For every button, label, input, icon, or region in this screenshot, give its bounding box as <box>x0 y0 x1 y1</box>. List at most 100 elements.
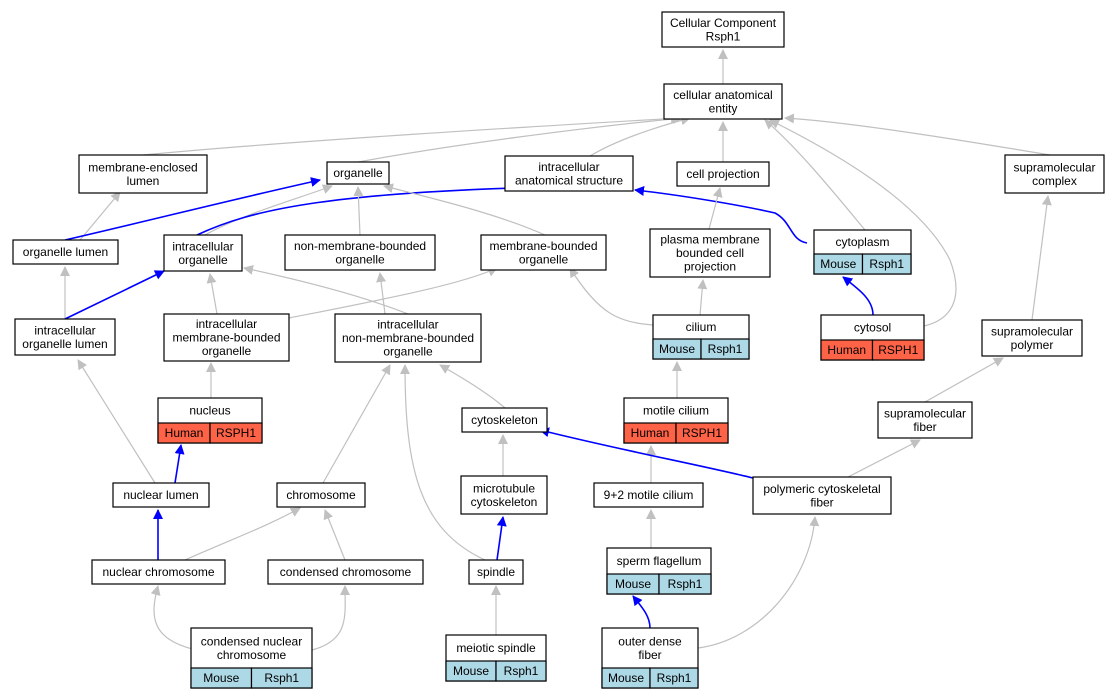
term-label-line: organelle <box>383 345 433 359</box>
term-label-line: organelle lumen <box>22 337 107 351</box>
term-node-92mc[interactable]: 9+2 motile cilium <box>593 482 704 508</box>
term-label-line: sperm flagellum <box>617 554 702 568</box>
gene-cell-bg <box>658 573 712 595</box>
term-box <box>284 234 436 271</box>
term-box <box>163 313 290 362</box>
term-label-line: meiotic spindle <box>456 641 536 655</box>
term-label-line: organelle <box>178 253 228 267</box>
species-cell: Human <box>631 426 670 440</box>
term-node-cpr[interactable]: cell projection <box>676 161 770 187</box>
annotation-edge <box>842 276 874 316</box>
is-a-edge <box>311 585 351 651</box>
term-node-orl[interactable]: organelle lumen <box>12 239 119 265</box>
annotation-edge <box>496 516 507 561</box>
term-label-line: intracellular <box>377 318 438 332</box>
is-a-edge <box>769 119 957 327</box>
term-box <box>661 11 785 48</box>
gene-cell-bg <box>861 253 912 275</box>
term-box <box>877 401 973 439</box>
is-a-edge <box>77 359 156 484</box>
annotation-edge <box>632 595 651 629</box>
term-box <box>981 319 1083 357</box>
species-cell: Human <box>165 426 204 440</box>
is-a-edge <box>79 191 121 241</box>
term-label-line: cytoplasm <box>835 235 889 249</box>
term-box <box>676 161 770 187</box>
is-a-edge <box>357 113 683 163</box>
term-node-nlum[interactable]: nuclear lumen <box>112 482 210 508</box>
annotation-edge <box>174 444 185 484</box>
gene-cell: Rsph1 <box>668 577 703 591</box>
edges-layer <box>60 49 1052 651</box>
term-label-line: supramolecular <box>884 406 966 420</box>
annotation-edge <box>539 427 754 479</box>
term-label-line: nuclear chromosome <box>102 565 214 579</box>
is-a-edge <box>376 272 387 315</box>
is-a-edge <box>569 267 654 326</box>
species-cell: Human <box>827 343 866 357</box>
term-box <box>267 559 424 585</box>
gene-cell-bg <box>871 339 925 361</box>
term-label-line: intracellular <box>34 323 95 337</box>
term-node-cchr[interactable]: condensed chromosome <box>267 559 424 585</box>
term-label-line: cilium <box>686 320 717 334</box>
term-label-line: non-membrane-bounded <box>294 239 426 253</box>
term-label-line: non-membrane-bounded <box>342 331 474 345</box>
gene-cell-bg <box>209 422 263 444</box>
is-a-edge <box>322 364 391 484</box>
term-label-line: anatomical structure <box>515 173 623 187</box>
term-label-line: supramolecular <box>1013 160 1095 174</box>
term-label-line: intracellular <box>196 317 257 331</box>
is-a-edge <box>206 273 218 315</box>
term-label-line: cytoskeleton <box>471 495 538 509</box>
annotation-edge <box>64 270 165 320</box>
term-label-line: polymer <box>1011 338 1054 352</box>
is-a-edge <box>383 183 546 236</box>
term-label-line: bounded cell <box>676 246 744 260</box>
term-node-csk[interactable]: cytoskeleton <box>461 407 548 433</box>
term-node-nchr[interactable]: nuclear chromosome <box>91 559 226 585</box>
gene-cell-bg <box>700 338 750 360</box>
term-label-line: organelle <box>202 344 252 358</box>
is-a-edge <box>142 113 681 156</box>
gene-cell-bg <box>649 667 699 689</box>
is-a-edge <box>764 119 866 231</box>
term-node-org[interactable]: organelle <box>326 161 390 185</box>
is-a-edge <box>697 516 820 649</box>
is-a-edge <box>400 364 486 561</box>
term-node-inmbo[interactable]: intracellularnon-membrane-boundedorganel… <box>334 313 482 363</box>
is-a-edge <box>847 439 921 478</box>
gene-cell: RSPH1 <box>682 426 722 440</box>
is-a-edge <box>708 187 723 230</box>
term-node-spd[interactable]: spindle <box>468 559 524 585</box>
term-box <box>91 559 226 585</box>
term-box <box>78 154 208 194</box>
term-node-chr[interactable]: chromosome <box>276 482 366 508</box>
term-label-line: nuclear lumen <box>123 488 198 502</box>
